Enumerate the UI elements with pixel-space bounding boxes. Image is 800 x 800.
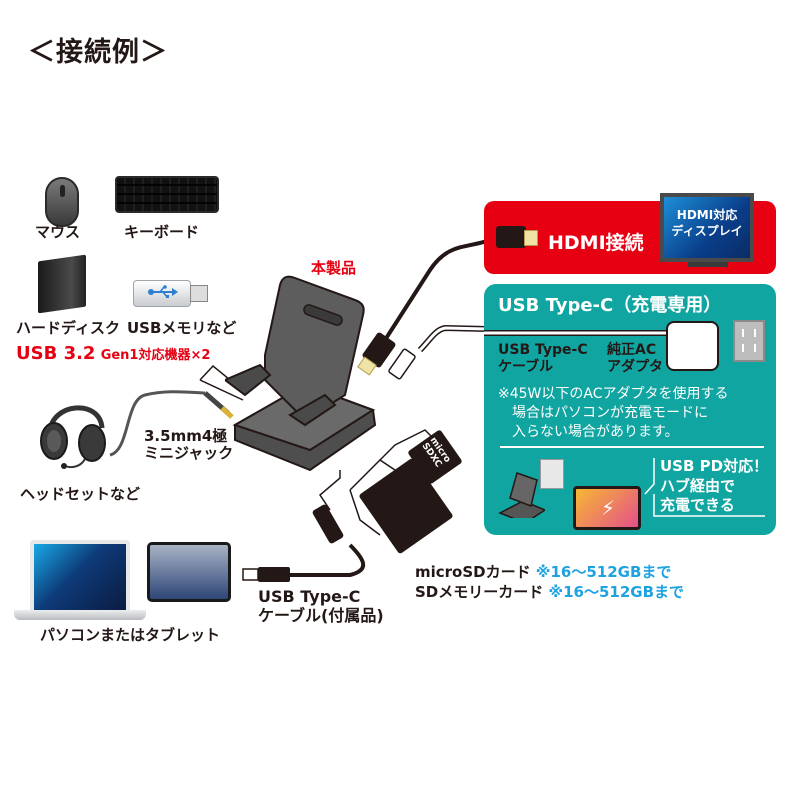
ac-adapter-icon <box>666 321 719 371</box>
usb-pd-line3: 充電できる <box>660 496 735 514</box>
charging-note: ※45W以下のACアダプタを使用する 場合はパソコンが充電モードに 入らない場合… <box>498 385 729 442</box>
usb-c-cable-line1: USB Type-C <box>258 587 361 606</box>
jack-label-line1: 3.5mm4極 <box>144 427 228 445</box>
hdmi-display-icon: HDMI対応 ディスプレイ <box>660 193 754 262</box>
charging-cable-label: USB Type-C ケーブル <box>498 342 588 376</box>
mouse-label: マウス <box>35 223 81 241</box>
display-label-line1: HDMI対応 <box>676 208 738 222</box>
jack-label: 3.5mm4極 ミニジャック <box>144 427 234 463</box>
ac-adapter-line2: アダプタ <box>607 358 663 375</box>
usb-plug-icon <box>190 285 208 302</box>
usb-version-text: USB 3.2 <box>16 343 96 364</box>
pd-outlet-icon <box>540 459 564 489</box>
usb-pd-line1: USB PD対応！ <box>660 457 769 475</box>
charging-divider <box>500 446 764 448</box>
mouse-icon <box>45 177 79 227</box>
product-stand-icon <box>225 275 377 472</box>
charging-note-line2: 場合はパソコンが充電モードに <box>512 404 708 421</box>
usb-memory-label: USBメモリなど <box>127 319 237 337</box>
sd-capacity: ※16〜512GBまで <box>548 582 685 601</box>
card-labels: microSDカード ※16〜512GBまで SDメモリーカード ※16〜512… <box>415 563 684 602</box>
pd-stand-icon <box>498 472 545 518</box>
charging-title: USB Type-C（充電専用） <box>498 295 722 316</box>
hdmi-plug-icon <box>496 226 538 248</box>
jack-label-line2: ミニジャック <box>144 444 234 463</box>
keyboard-icon <box>115 176 219 213</box>
charging-tablet-icon: ⚡ <box>573 486 641 530</box>
usb-pd-label: USB PD対応！ ハブ経由で 充電できる <box>660 457 768 516</box>
usb-memory-icon <box>133 280 208 307</box>
usb-group-label: USB 3.2 Gen1対応機器×2 <box>16 343 211 365</box>
usb-symbol-icon <box>148 285 178 303</box>
laptop-icon <box>30 540 130 612</box>
pd-callout-line <box>644 458 765 517</box>
display-label-line2: ディスプレイ <box>671 224 743 239</box>
charging-cable-line2: ケーブル <box>498 358 554 375</box>
microsd-capacity: ※16〜512GBまで <box>535 563 672 581</box>
headset-icon <box>40 393 110 473</box>
headset-label: ヘッドセットなど <box>20 485 141 503</box>
charging-cable-line1: USB Type-C <box>498 342 588 358</box>
sd-label: SDメモリーカード <box>415 582 544 601</box>
lightning-bolt-icon: ⚡ <box>601 496 616 520</box>
usb-pd-line2: ハブ経由で <box>660 476 736 495</box>
hdmi-label: HDMI接続 <box>548 232 644 254</box>
charging-note-line3: 入らない場合があります。 <box>512 423 679 440</box>
charging-cable-line <box>484 330 669 336</box>
ac-adapter-label: 純正AC アダプタ <box>607 342 663 376</box>
ac-adapter-line1: 純正AC <box>607 342 657 358</box>
monitor-stand-icon <box>688 262 728 267</box>
page-title: ＜接続例＞ <box>28 37 168 68</box>
product-label: 本製品 <box>311 259 357 277</box>
usb-c-cable-line2: ケーブル(付属品) <box>258 606 384 626</box>
keyboard-label: キーボード <box>124 223 200 241</box>
wall-outlet-icon <box>733 320 765 362</box>
usb-c-cable-label: USB Type-C ケーブル(付属品) <box>258 587 384 625</box>
hdd-label: ハードディスク <box>16 319 120 337</box>
tablet-icon <box>147 542 231 602</box>
laptop-base-icon <box>14 610 146 620</box>
charging-note-line1: ※45W以下のACアダプタを使用する <box>498 386 729 402</box>
microsd-label: microSDカード <box>415 563 531 581</box>
pc-tablet-label: パソコンまたはタブレット <box>40 626 221 644</box>
usb-gen-text: Gen1対応機器×2 <box>100 348 211 363</box>
